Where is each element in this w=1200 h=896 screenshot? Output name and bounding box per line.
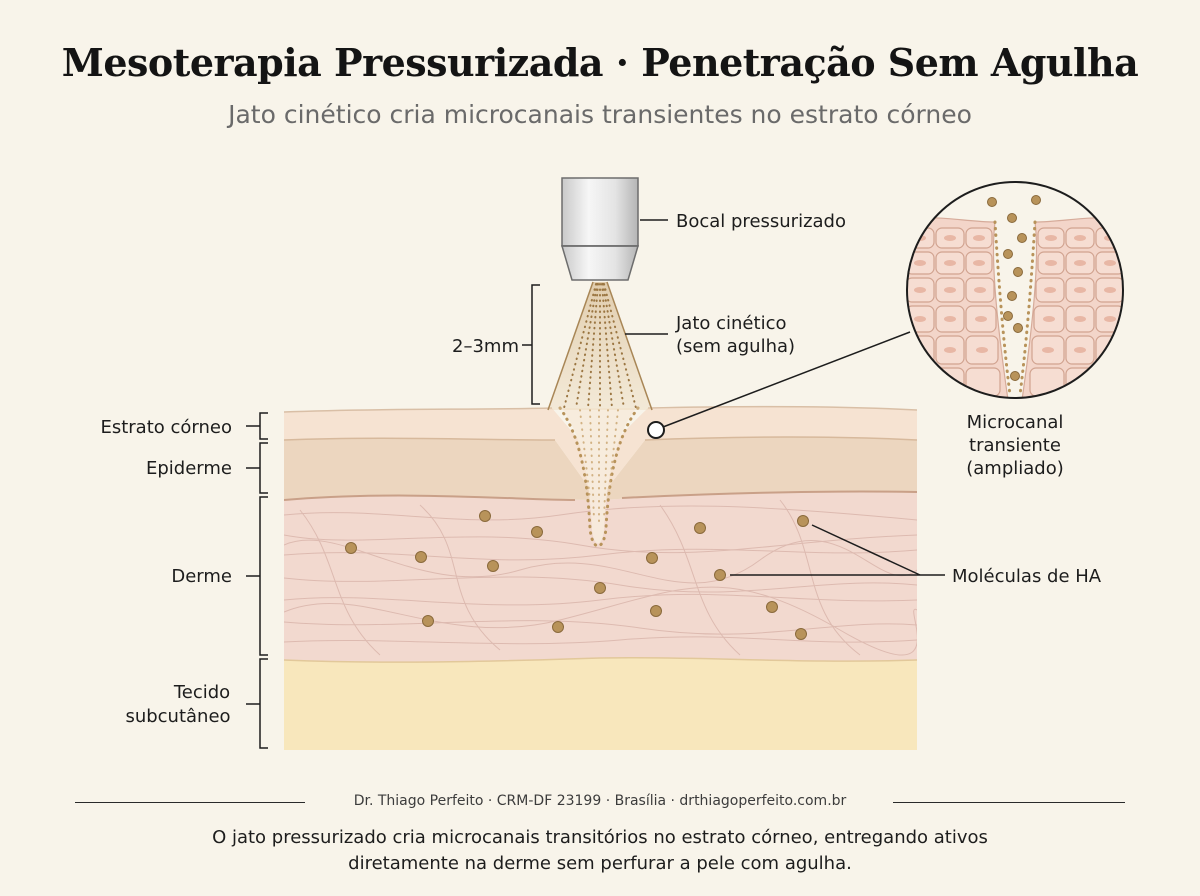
page-title: Mesoterapia Pressurizada · Penetração Se… xyxy=(61,40,1139,85)
label-jet-line2: (sem agulha) xyxy=(676,336,795,357)
label-ha-molecules: Moléculas de HA xyxy=(952,566,1102,587)
label-jet-line1: Jato cinético xyxy=(675,313,786,334)
tissue-block xyxy=(284,405,917,750)
label-stratum-corneum: Estrato córneo xyxy=(100,417,232,438)
zoom-connector xyxy=(662,331,911,428)
dermis-fibers xyxy=(284,499,917,656)
caption-line2: diretamente na derme sem perfurar a pele… xyxy=(348,853,852,874)
label-nozzle: Bocal pressurizado xyxy=(676,211,846,232)
author-credit-text: Dr. Thiago Perfeito · CRM-DF 23199 · Bra… xyxy=(339,793,861,809)
footer-rule-right xyxy=(893,802,1125,803)
annotation-lines xyxy=(246,219,945,749)
zoom-marker xyxy=(647,421,665,439)
label-microchannel-line3: (ampliado) xyxy=(966,458,1064,479)
footer-rule-left xyxy=(75,802,305,803)
caption: O jato pressurizado cria microcanais tra… xyxy=(0,825,1200,877)
label-subcutaneous-line1: Tecido xyxy=(173,682,230,703)
nozzle xyxy=(560,177,640,281)
label-epidermis: Epiderme xyxy=(146,458,232,479)
page-subtitle: Jato cinético cria microcanais transient… xyxy=(228,100,972,129)
label-subcutaneous-line2: subcutâneo xyxy=(125,706,230,727)
caption-line1: O jato pressurizado cria microcanais tra… xyxy=(212,827,988,848)
author-credit: Dr. Thiago Perfeito · CRM-DF 23199 · Bra… xyxy=(0,793,1200,809)
label-dermis: Derme xyxy=(171,566,232,587)
microchannel-magnified xyxy=(906,181,1124,399)
label-microchannel-line2: transiente xyxy=(969,435,1061,456)
kinetic-jet xyxy=(547,281,653,411)
label-distance: 2–3mm xyxy=(452,336,519,357)
epidermis-layer xyxy=(284,437,917,500)
label-microchannel-line1: Microcanal xyxy=(967,412,1064,433)
ha-molecules xyxy=(345,510,809,640)
stratum-corneum-layer xyxy=(284,406,917,500)
